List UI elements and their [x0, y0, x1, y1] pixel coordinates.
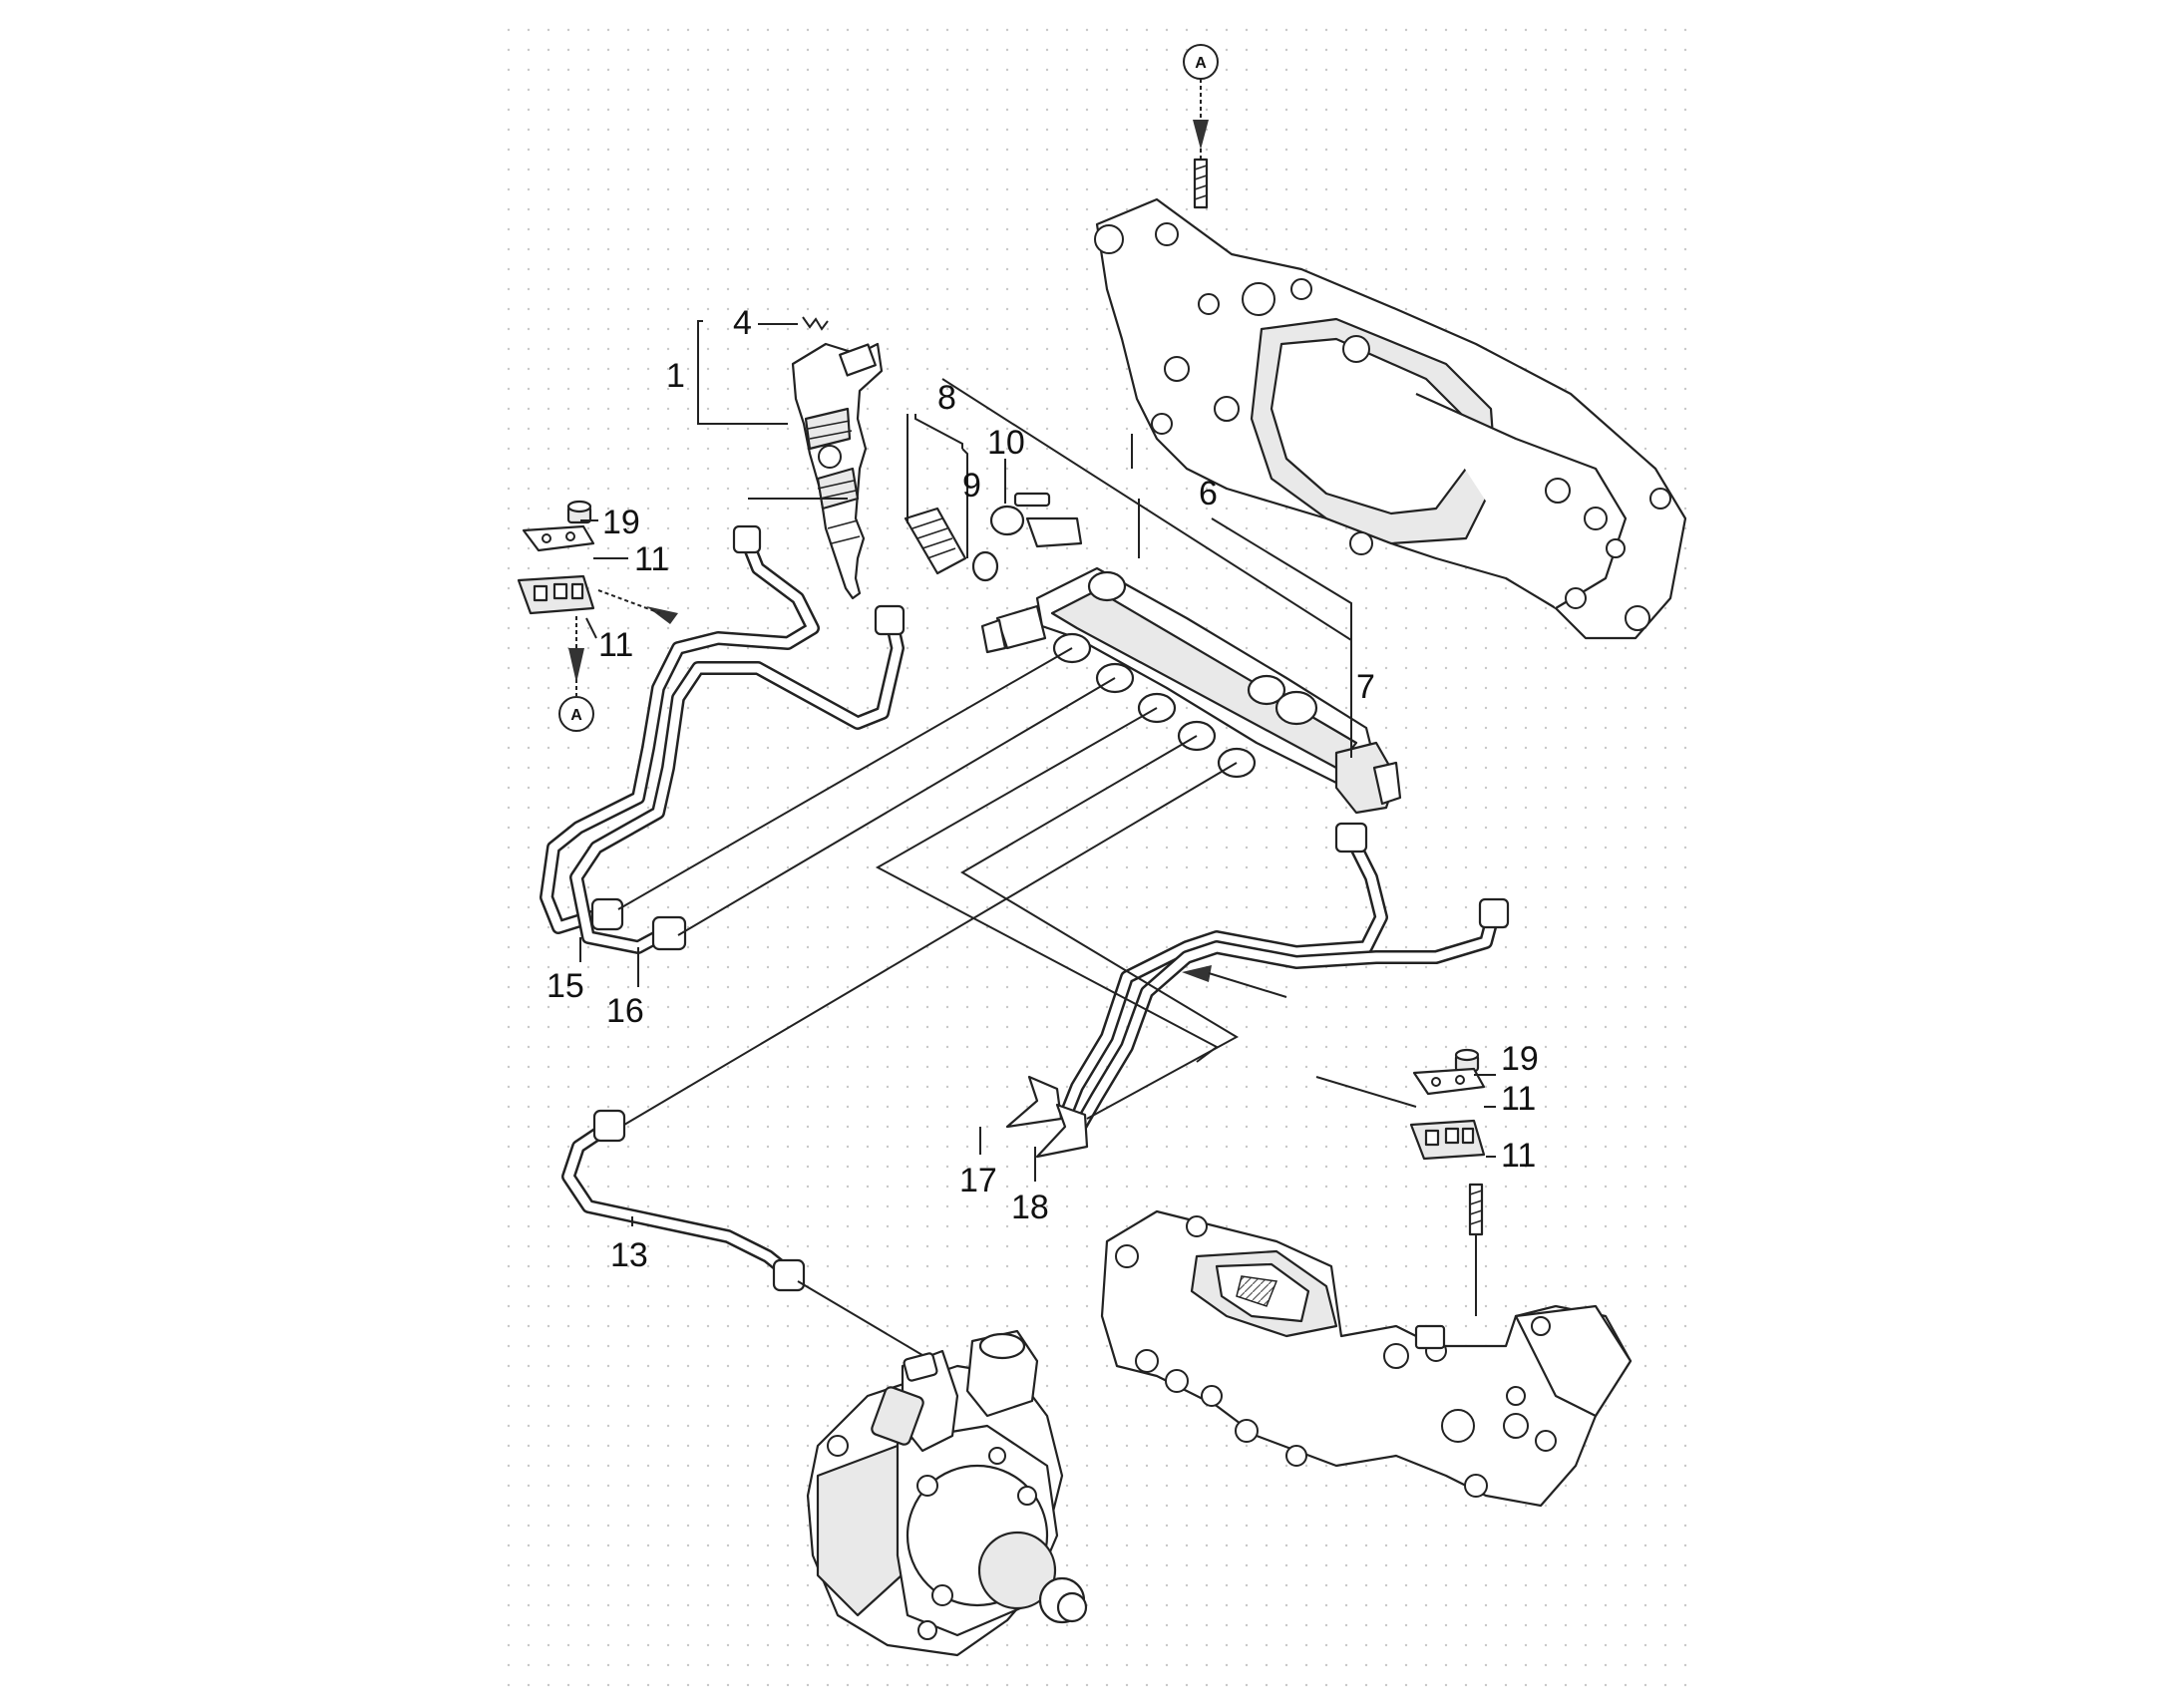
- callout-11-right-2: 11: [1501, 1137, 1536, 1175]
- reference-marker-a-left: A: [558, 616, 594, 732]
- callout-labels: 1 4 8 9 10 6 7 19 11 11 15 16 19 11 11 1…: [546, 304, 1539, 1274]
- callout-19-right: 19: [1501, 1040, 1539, 1078]
- callout-17: 17: [959, 1162, 997, 1199]
- callout-15: 15: [546, 967, 584, 1005]
- high-pressure-pump: [806, 1329, 1088, 1657]
- callout-10: 10: [987, 424, 1025, 462]
- direction-arrow-center: [1182, 965, 1212, 982]
- banjo-bolt: [989, 492, 1083, 548]
- clamp-set-right: [1409, 1048, 1486, 1236]
- common-rail: [980, 566, 1402, 815]
- lower-mounting-bracket: [1100, 1209, 1633, 1508]
- pressure-relief-valve: [904, 507, 999, 582]
- callout-9: 9: [962, 467, 981, 505]
- callout-4: 4: [733, 304, 752, 342]
- callout-11-left-2: 11: [598, 626, 633, 664]
- retaining-clip: [802, 316, 829, 331]
- injector-pipe-16: [569, 604, 906, 954]
- reference-marker-a-top: A: [1183, 44, 1219, 160]
- callout-6: 6: [1199, 475, 1218, 512]
- svg-text:A: A: [1195, 55, 1207, 72]
- fuel-injector: [791, 342, 884, 600]
- callout-11-right-1: 11: [1501, 1080, 1536, 1118]
- callout-1: 1: [666, 357, 685, 395]
- injector-pipe-17-18: [1005, 822, 1510, 1159]
- callout-11-left-1: 11: [634, 540, 669, 578]
- callout-18: 18: [1011, 1189, 1049, 1226]
- upper-manifold-bracket: [1094, 158, 1687, 640]
- svg-text:A: A: [570, 707, 582, 724]
- high-pressure-pipe-13: [561, 1109, 806, 1292]
- callout-leaders: [579, 320, 1496, 1226]
- clamp-set-left: [517, 500, 595, 615]
- callout-19-left: 19: [602, 504, 640, 541]
- injector-pipe-15: [540, 524, 820, 934]
- callout-8: 8: [937, 379, 956, 417]
- assembly-lines: [617, 434, 1477, 1362]
- callout-7: 7: [1356, 668, 1375, 706]
- callout-13: 13: [610, 1236, 648, 1274]
- callout-16: 16: [606, 992, 644, 1030]
